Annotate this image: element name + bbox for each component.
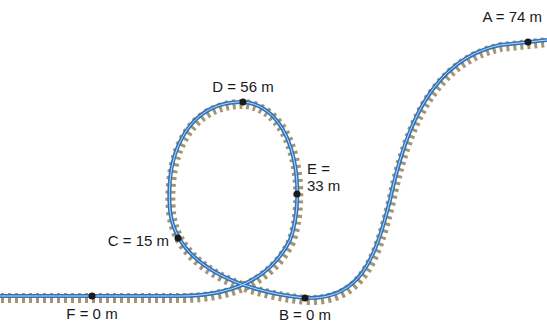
point-dot bbox=[294, 191, 301, 198]
height-label: C = 15 m bbox=[107, 232, 170, 249]
point-dot bbox=[89, 293, 96, 300]
height-label: F = 0 m bbox=[65, 305, 118, 322]
height-label: B = 0 m bbox=[278, 306, 332, 323]
point-dots bbox=[89, 39, 532, 302]
track-highlight bbox=[0, 40, 547, 298]
point-dot bbox=[302, 295, 309, 302]
point-dot bbox=[240, 99, 247, 106]
height-label: A = 74 m bbox=[481, 8, 543, 25]
point-dot bbox=[525, 39, 532, 46]
height-label: D = 56 m bbox=[211, 78, 274, 95]
point-dot bbox=[175, 235, 182, 242]
height-label: E = 33 m bbox=[306, 160, 350, 195]
track-rail bbox=[0, 40, 547, 298]
